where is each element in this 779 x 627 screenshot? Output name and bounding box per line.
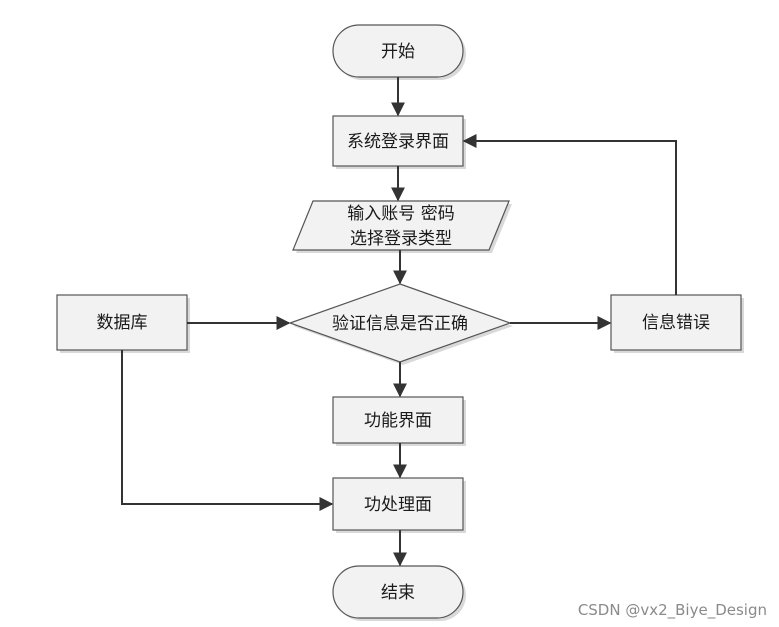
database-node: 数据库	[56, 294, 190, 353]
error-label: 信息错误	[642, 313, 710, 333]
end-label: 结束	[381, 583, 415, 603]
process-screen-label: 功处理面	[364, 495, 432, 515]
input-node: 输入账号 密码 选择登录类型	[292, 200, 512, 253]
end-node: 结束	[332, 565, 466, 621]
input-label-line2: 选择登录类型	[350, 229, 452, 249]
edge-error-login	[462, 134, 677, 295]
start-node: 开始	[332, 24, 466, 80]
verify-decision-node: 验证信息是否正确	[288, 283, 513, 365]
input-label-line1: 输入账号 密码	[347, 204, 454, 224]
login-screen-label: 系统登录界面	[347, 132, 449, 152]
function-screen-node: 功能界面	[332, 396, 466, 446]
verify-label: 验证信息是否正确	[332, 314, 468, 334]
watermark: CSDN @vx2_Biye_Design	[577, 601, 767, 619]
function-screen-label: 功能界面	[364, 411, 432, 431]
edge-database-process	[121, 350, 334, 511]
error-node: 信息错误	[610, 294, 744, 353]
start-label: 开始	[381, 42, 415, 62]
database-label: 数据库	[97, 313, 148, 333]
login-screen-node: 系统登录界面	[332, 115, 466, 169]
process-screen-node: 功处理面	[332, 477, 466, 533]
